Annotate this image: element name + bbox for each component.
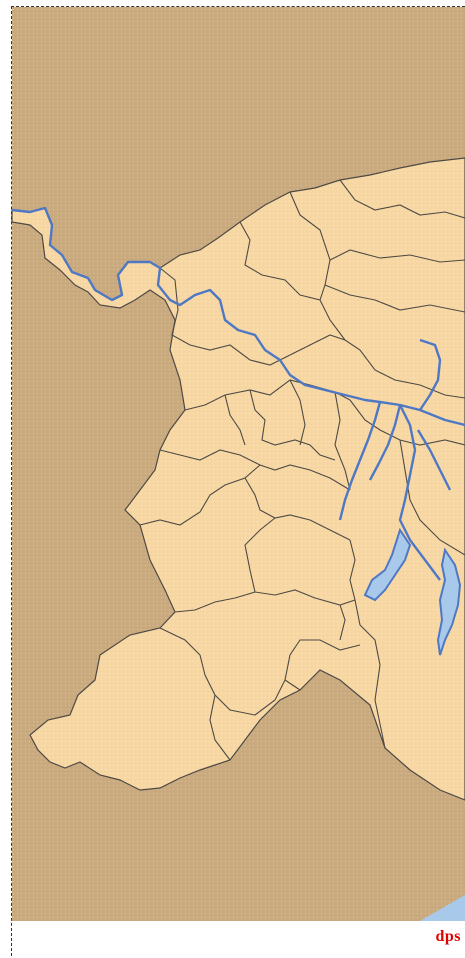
- internal-borders: [139, 179, 465, 761]
- river-branch-3: [368, 404, 402, 481]
- river-branch-2: [338, 401, 382, 521]
- reservoir-east: [436, 547, 462, 656]
- river-branch-4: [416, 429, 452, 491]
- reservoir-west: [363, 527, 412, 602]
- map-credit: dps: [435, 928, 461, 945]
- map-top-frame: [11, 6, 465, 7]
- border-river: [11, 206, 465, 427]
- rivers: [11, 206, 465, 581]
- reservoirs: [363, 527, 462, 656]
- river-north: [419, 338, 442, 411]
- map-left-frame: [11, 6, 12, 956]
- sea-water: [420, 895, 465, 921]
- river-branch-1: [398, 404, 441, 581]
